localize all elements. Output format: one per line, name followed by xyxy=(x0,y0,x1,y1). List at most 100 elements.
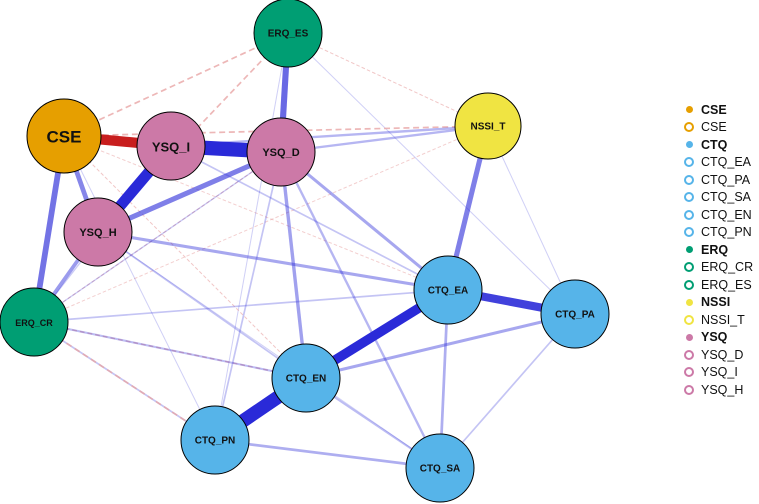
legend-marker-icon xyxy=(684,349,694,360)
node-label: NSSI_T xyxy=(470,122,505,133)
legend-marker-icon xyxy=(684,227,694,238)
legend-marker-icon xyxy=(685,141,693,149)
legend-marker-icon xyxy=(684,174,694,185)
legend-marker-icon xyxy=(685,246,693,254)
legend-label: CTQ_PA xyxy=(701,172,751,187)
legend-label: CSE xyxy=(701,102,727,117)
legend-item-ysq-i: YSQ_I xyxy=(684,364,759,382)
node-erq-cr: ERQ_CR xyxy=(0,287,69,357)
legend-item-cse: CSE xyxy=(684,119,759,137)
node-label: CTQ_PA xyxy=(555,310,595,321)
node-circle xyxy=(253,0,323,68)
edge-cse-erq-es xyxy=(63,32,289,137)
legend-label: CTQ xyxy=(701,137,728,152)
node-circle xyxy=(0,287,69,357)
legend-item-ctq-en: CTQ_EN xyxy=(684,206,759,224)
node-ctq-pa: CTQ_PA xyxy=(540,279,610,349)
node-ctq-ea: CTQ_EA xyxy=(413,255,483,325)
legend-marker-icon xyxy=(684,314,694,325)
edges-layer xyxy=(31,32,576,470)
legend-marker-icon xyxy=(684,279,694,290)
node-label: CTQ_EA xyxy=(428,286,469,297)
legend-item-ctq-ea: CTQ_EA xyxy=(684,154,759,172)
node-erq-es: ERQ_ES xyxy=(253,0,323,68)
legend-group-cse: CSE xyxy=(684,101,759,119)
edge-nssi-t-ctq-pa xyxy=(487,125,576,315)
node-ysq-i: YSQ_I xyxy=(136,111,206,181)
legend-item-ctq-sa: CTQ_SA xyxy=(684,189,759,207)
node-ctq-sa: CTQ_SA xyxy=(405,433,475,503)
legend-label: ERQ_ES xyxy=(701,277,752,292)
legend-label: YSQ_D xyxy=(701,347,744,362)
legend-marker-icon xyxy=(684,122,694,133)
legend-marker-icon xyxy=(684,209,694,220)
edge-ysq-i-ctq-ea xyxy=(170,145,449,291)
legend-marker-icon xyxy=(685,106,693,114)
node-label: ERQ_CR xyxy=(15,318,53,328)
nodes-layer: CSE YSQ_I YSQ_D YSQ_H ERQ_ES ERQ_CR NSSI_T CTQ_… xyxy=(0,0,610,503)
legend-label: YSQ_H xyxy=(701,382,744,397)
legend-item-ysq-h: YSQ_H xyxy=(684,381,759,399)
node-circle xyxy=(271,343,341,413)
edge-ysq-h-ctq-sa xyxy=(97,231,441,469)
legend-label: ERQ_CR xyxy=(701,260,754,275)
node-ctq-en: CTQ_EN xyxy=(271,343,341,413)
legend-group-ctq: CTQ xyxy=(684,136,759,154)
node-label: CSE xyxy=(47,128,82,147)
edge-ysq-d-erq-cr xyxy=(33,151,282,323)
edge-ysq-d-nssi-t xyxy=(280,124,489,154)
legend-label: NSSI_T xyxy=(701,312,745,327)
legend-label: CTQ_EN xyxy=(701,207,752,222)
legend-group-erq: ERQ xyxy=(684,241,759,259)
node-circle xyxy=(413,255,483,325)
legend-marker-icon xyxy=(684,384,694,395)
edge-ctq-en-ctq-pa xyxy=(305,312,576,380)
legend-item-nssi-t: NSSI_T xyxy=(684,311,759,329)
node-circle xyxy=(136,111,206,181)
legend-marker-icon xyxy=(684,157,694,168)
edge-ysq-d-ctq-sa xyxy=(279,151,442,469)
edge-erq-cr-ctq-pn xyxy=(33,321,216,441)
edge-ysq-h-ctq-ea xyxy=(97,230,449,292)
edge-ysq-d-ctq-ea xyxy=(280,150,449,292)
node-ysq-d: YSQ_D xyxy=(246,117,316,187)
legend-item-ysq-d: YSQ_D xyxy=(684,346,759,364)
legend-label: CTQ_SA xyxy=(701,190,752,205)
node-circle xyxy=(540,279,610,349)
legend-label: CSE xyxy=(701,120,727,135)
node-circle xyxy=(63,197,133,267)
legend-marker-icon xyxy=(684,262,694,273)
node-label: YSQ_I xyxy=(152,140,190,155)
node-ysq-h: YSQ_H xyxy=(63,197,133,267)
edge-erq-cr-ysq-d xyxy=(33,151,282,323)
node-label: CTQ_SA xyxy=(420,464,461,475)
edge-nssi-t-erq-cr xyxy=(33,125,489,323)
legend-item-erq-cr: ERQ_CR xyxy=(684,259,759,277)
legend-label: CTQ_EA xyxy=(701,155,752,170)
legend-label: YSQ_I xyxy=(701,365,738,380)
node-label: ERQ_ES xyxy=(268,29,309,40)
legend-label: ERQ xyxy=(701,242,729,257)
legend-item-erq-es: ERQ_ES xyxy=(684,276,759,294)
legend-label: NSSI xyxy=(701,295,731,310)
node-label: YSQ_H xyxy=(79,227,116,239)
node-label: CTQ_PN xyxy=(195,436,236,447)
node-circle xyxy=(454,92,522,160)
node-label: YSQ_D xyxy=(262,147,299,159)
edge-ysq-d-ctq-en xyxy=(279,151,308,379)
legend-marker-icon xyxy=(685,333,693,341)
legend-marker-icon xyxy=(685,298,693,306)
legend-group-nssi: NSSI xyxy=(684,294,759,312)
node-ctq-pn: CTQ_PN xyxy=(180,405,250,475)
edge-cse-ctq-ea xyxy=(63,135,449,291)
edge-cse-ctq-pn xyxy=(63,135,216,441)
edge-ysq-d-ctq-pn xyxy=(214,151,282,441)
legend-group-ysq: YSQ xyxy=(684,329,759,347)
edge-erq-es-nssi-t xyxy=(287,32,489,127)
edge-erq-es-ctq-pa xyxy=(287,32,576,315)
edge-ysq-h-ctq-en xyxy=(97,231,307,379)
node-cse: CSE xyxy=(26,98,102,174)
legend-item-ctq-pn: CTQ_PN xyxy=(684,224,759,242)
legend-marker-icon xyxy=(684,367,694,378)
